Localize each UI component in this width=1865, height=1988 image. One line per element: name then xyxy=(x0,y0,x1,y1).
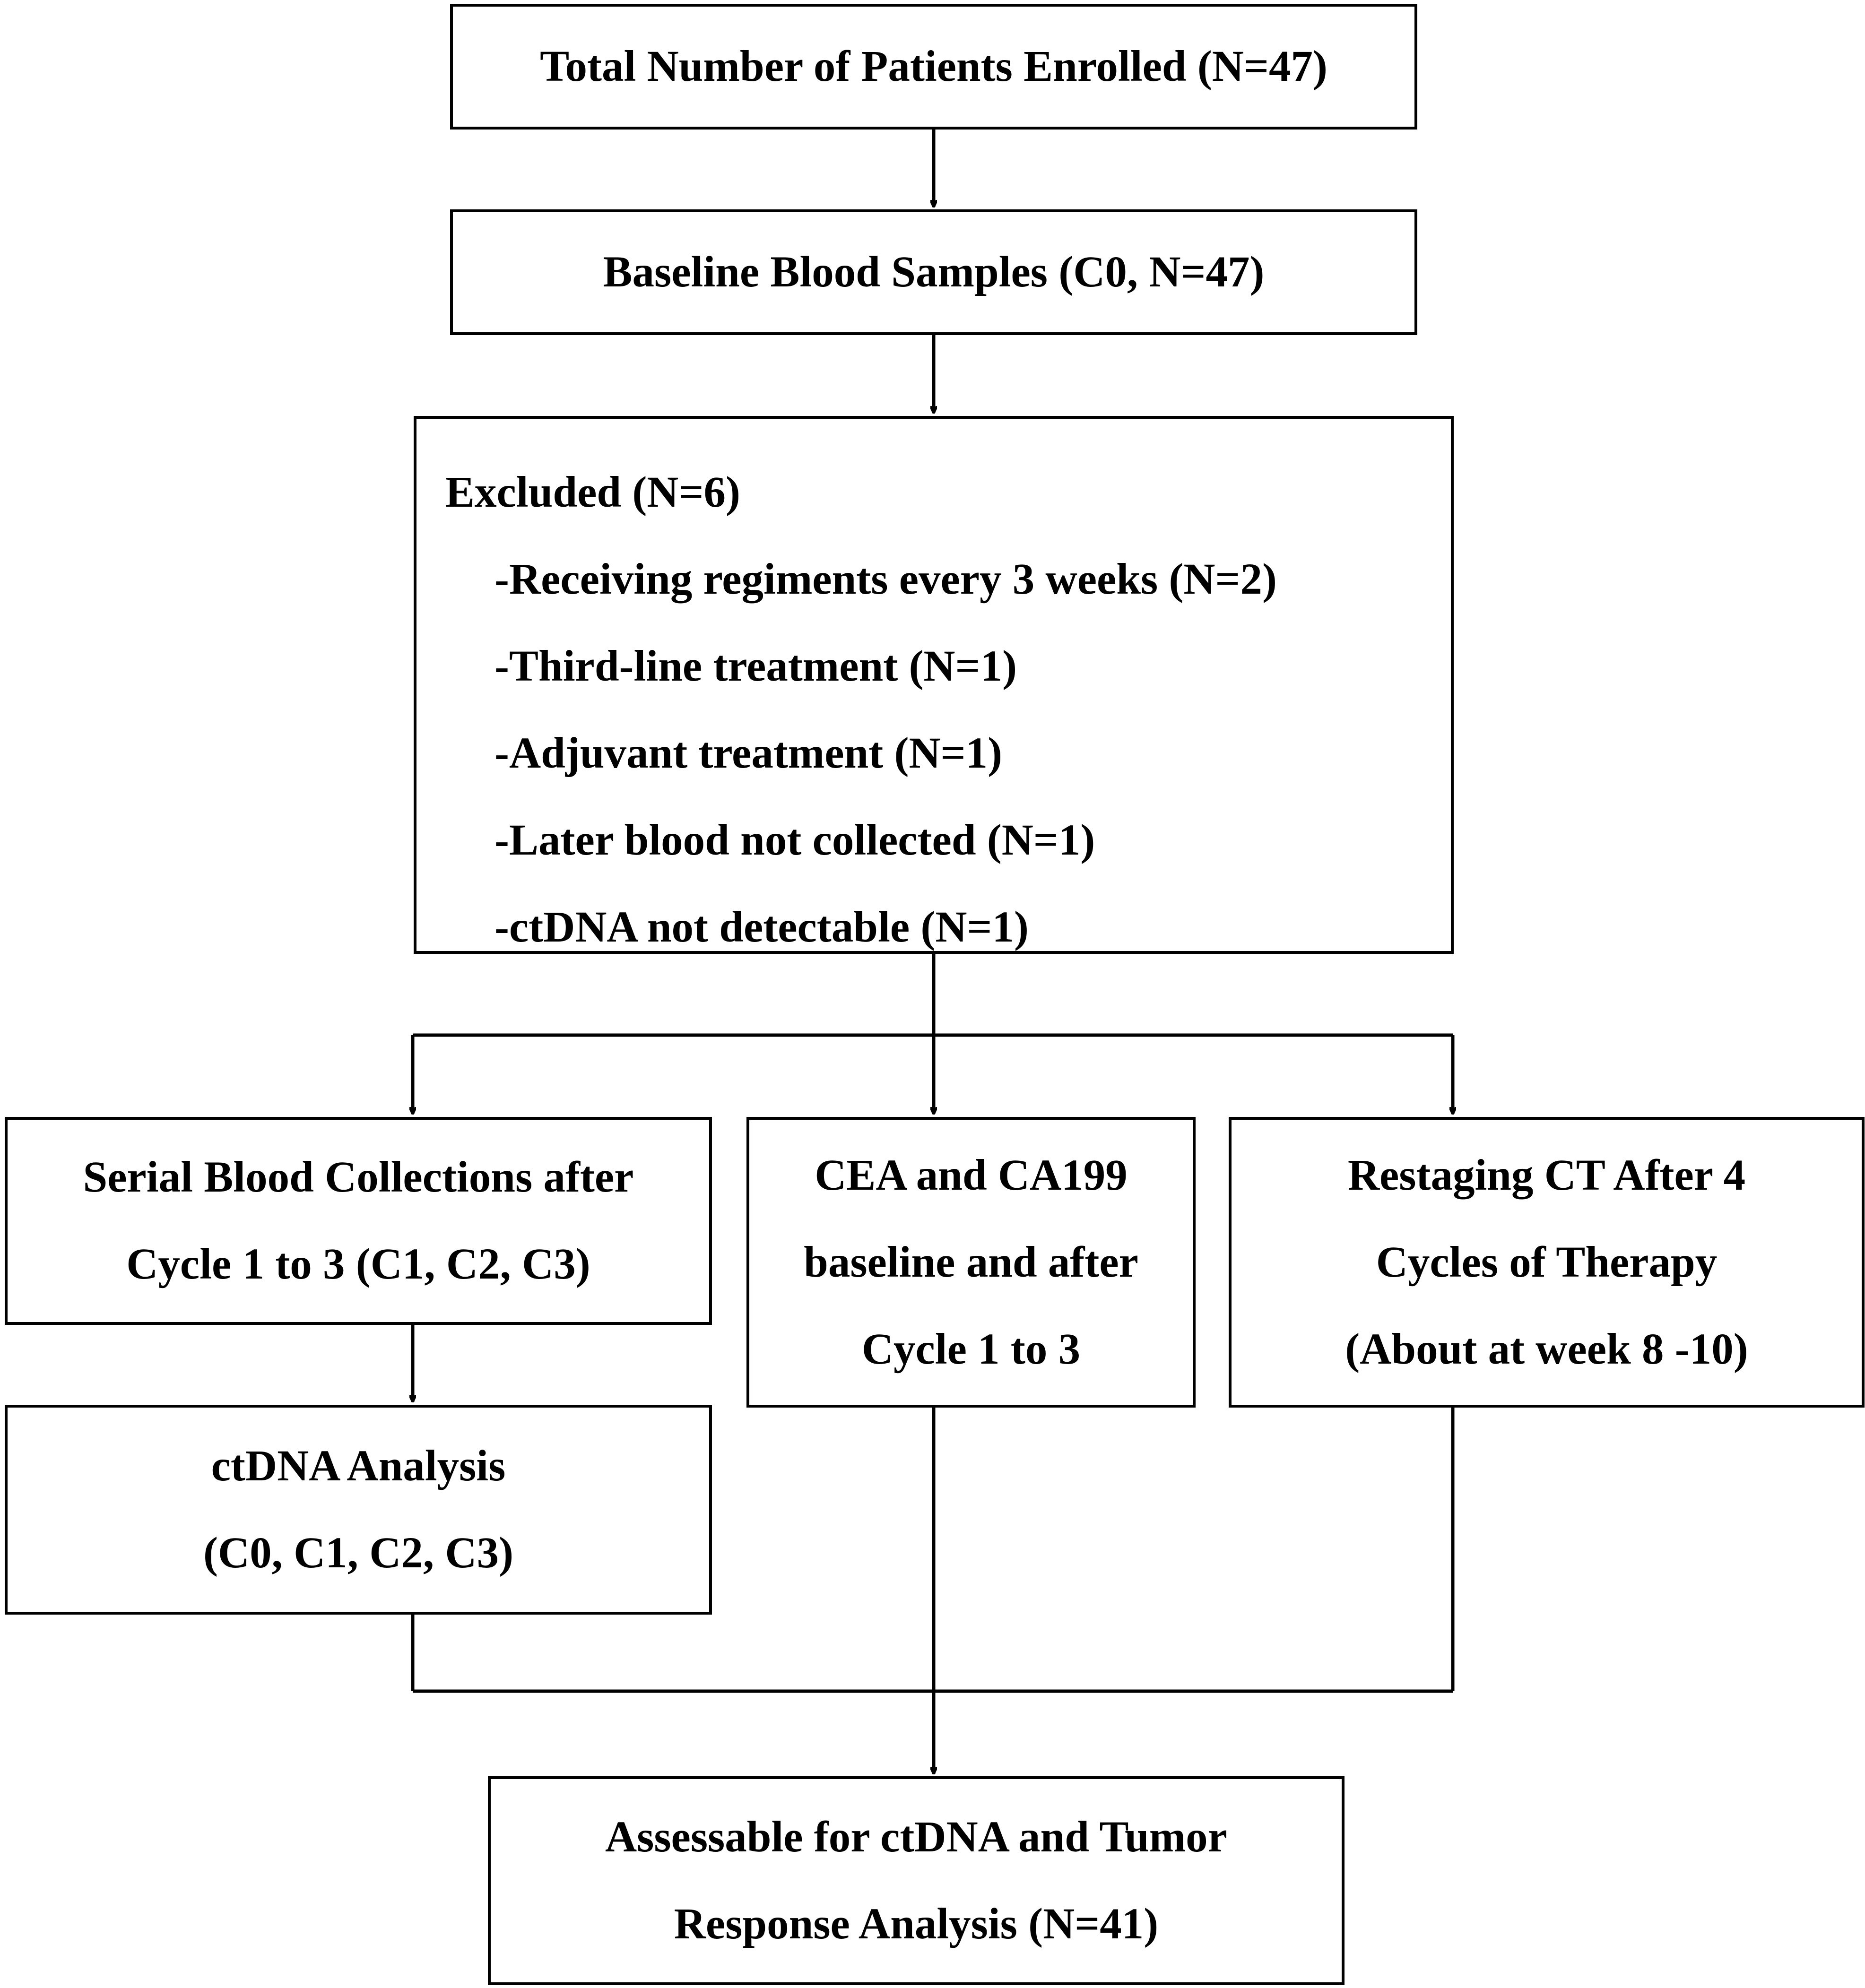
restaging-ct-box: Restaging CT After 4 Cycles of Therapy (… xyxy=(1229,1117,1865,1408)
excluded-reason: -ctDNA not detectable (N=1) xyxy=(494,903,1029,951)
excluded-title: Excluded (N=6) xyxy=(445,468,740,517)
markers-text-line: CEA and CA199 xyxy=(815,1150,1128,1200)
excluded-reason: -Third-line treatment (N=1) xyxy=(494,642,1017,691)
markers-text-line: Cycle 1 to 3 xyxy=(861,1324,1081,1374)
assessable-text-line: Assessable for ctDNA and Tumor xyxy=(605,1813,1227,1861)
cea-ca199-box: CEA and CA199 baseline and after Cycle 1… xyxy=(746,1117,1196,1408)
serial-blood-collections-box: Serial Blood Collections after Cycle 1 t… xyxy=(5,1117,712,1325)
excluded-reason: -Later blood not collected (N=1) xyxy=(494,816,1095,864)
assessable-text-line: Response Analysis (N=41) xyxy=(674,1900,1159,1948)
serial-text-line: Cycle 1 to 3 (C1, C2, C3) xyxy=(126,1240,590,1288)
enrolled-text: Total Number of Patients Enrolled (N=47) xyxy=(540,42,1327,91)
ctdna-analysis-box: ctDNA Analysis (C0, C1, C2, C3) xyxy=(5,1405,712,1615)
excluded-box: Excluded (N=6) -Receiving regiments ever… xyxy=(414,416,1454,954)
enrolled-box: Total Number of Patients Enrolled (N=47) xyxy=(450,4,1417,130)
assessable-box: Assessable for ctDNA and Tumor Response … xyxy=(488,1776,1345,1985)
excluded-reason: -Receiving regiments every 3 weeks (N=2) xyxy=(494,555,1277,604)
ctdna-text-line: ctDNA Analysis xyxy=(211,1442,506,1490)
ctdna-text-line: (C0, C1, C2, C3) xyxy=(203,1529,514,1577)
restaging-text-line: Restaging CT After 4 xyxy=(1347,1150,1746,1200)
baseline-samples-box: Baseline Blood Samples (C0, N=47) xyxy=(450,209,1417,335)
serial-text-line: Serial Blood Collections after xyxy=(83,1153,634,1201)
markers-text-line: baseline and after xyxy=(804,1237,1138,1287)
restaging-text-line: (About at week 8 -10) xyxy=(1345,1324,1748,1374)
excluded-reason: -Adjuvant treatment (N=1) xyxy=(494,729,1003,778)
restaging-text-line: Cycles of Therapy xyxy=(1376,1237,1718,1287)
baseline-text: Baseline Blood Samples (C0, N=47) xyxy=(603,248,1265,296)
